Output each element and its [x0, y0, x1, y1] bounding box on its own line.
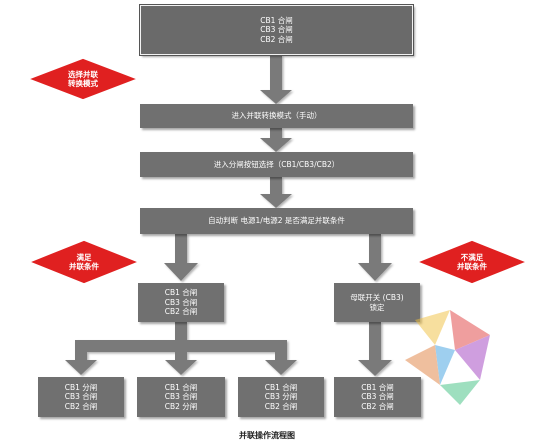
- result3-cb3: CB3 分闸: [264, 392, 298, 402]
- diagram-caption: 并联操作流程图: [239, 431, 295, 440]
- diamond-satisfied-shape: [26, 239, 142, 285]
- diamond-select-label: 选择并联 转换模式: [27, 57, 139, 101]
- result-box-2: CB1 合闸 CB3 合闸 CB2 分闸: [137, 377, 225, 417]
- left-mid-cb2: CB2 合闸: [164, 307, 198, 317]
- left-mid-cb3: CB3 合闸: [164, 297, 198, 307]
- result-box-1: CB1 分闸 CB3 合闸 CB2 合闸: [38, 377, 124, 417]
- step-parallel-mode-box: 进入并联转换模式（手动）: [140, 104, 413, 128]
- result2-cb3: CB3 合闸: [164, 392, 198, 402]
- result1-cb1: CB1 分闸: [64, 382, 98, 392]
- arrow-to-left-mid: [164, 234, 198, 281]
- arrow-top-to-step1: [260, 55, 292, 104]
- left-mid-state-box: CB1 合闸 CB3 合闸 CB2 合闸: [138, 283, 224, 322]
- result4-cb3: CB3 合闸: [361, 392, 394, 402]
- step-auto-judge-box: 自动判断 电源1/电源2 是否满足并联条件: [140, 208, 413, 234]
- diamond-not-satisfied-line1: 不满足: [460, 252, 484, 262]
- result2-cb1: CB1 合闸: [164, 382, 198, 392]
- left-mid-cb1: CB1 合闸: [164, 288, 198, 298]
- right-mid-lock-box: 母联开关 (CB3) 锁定: [334, 283, 420, 322]
- diamond-satisfied-line1: 满足: [76, 252, 92, 262]
- diamond-satisfied: 满足 并联条件: [26, 239, 142, 285]
- right-mid-line1: 母联开关 (CB3): [350, 293, 404, 302]
- diamond-select-shape: [25, 57, 141, 101]
- result1-cb2: CB2 合闸: [64, 401, 98, 411]
- initial-cb3: CB3 合闸: [260, 25, 293, 35]
- right-mid-line2: 锁定: [369, 302, 385, 312]
- arrow-to-right-mid: [358, 234, 392, 281]
- step-parallel-mode-label: 进入并联转换模式（手动）: [231, 111, 322, 121]
- result4-cb1: CB1 合闸: [361, 382, 394, 392]
- result3-cb1: CB1 合闸: [264, 382, 298, 392]
- diamond-not-satisfied-label: 不满足 并联条件: [416, 239, 528, 285]
- watermark-logo-icon: [405, 310, 490, 405]
- initial-cb1: CB1 合闸: [260, 15, 293, 25]
- result1-cb3: CB3 合闸: [64, 392, 98, 402]
- result2-cb2: CB2 分闸: [164, 401, 198, 411]
- diamond-not-satisfied: 不满足 并联条件: [414, 239, 530, 285]
- result4-cb2: CB2 合闸: [361, 401, 394, 411]
- arrow-splitter: [65, 322, 297, 375]
- step-open-button-label: 进入分闸按钮选择（CB1/CB3/CB2）: [213, 159, 340, 169]
- diamond-satisfied-label: 满足 并联条件: [28, 239, 140, 285]
- diamond-select-line1: 选择并联: [68, 69, 98, 79]
- result3-cb2: CB2 合闸: [264, 401, 298, 411]
- initial-cb2: CB2 合闸: [260, 34, 293, 44]
- diamond-not-satisfied-line2: 并联条件: [457, 262, 487, 271]
- arrow-step1-to-step2: [260, 128, 292, 152]
- result-box-4: CB1 合闸 CB3 合闸 CB2 合闸: [334, 377, 421, 417]
- step-open-button-box: 进入分闸按钮选择（CB1/CB3/CB2）: [140, 152, 413, 177]
- diamond-satisfied-line2: 并联条件: [69, 262, 99, 271]
- arrow-right-down: [358, 322, 392, 376]
- step-auto-judge-label: 自动判断 电源1/电源2 是否满足并联条件: [208, 216, 345, 226]
- result-box-3: CB1 合闸 CB3 分闸 CB2 合闸: [238, 377, 324, 417]
- diamond-not-satisfied-shape: [414, 239, 530, 285]
- arrow-step2-to-step3: [260, 177, 292, 208]
- initial-state-box: CB1 合闸 CB3 合闸 CB2 合闸: [139, 4, 414, 56]
- diamond-select-mode: 选择并联 转换模式: [25, 57, 141, 101]
- diamond-select-line2: 转换模式: [68, 79, 98, 88]
